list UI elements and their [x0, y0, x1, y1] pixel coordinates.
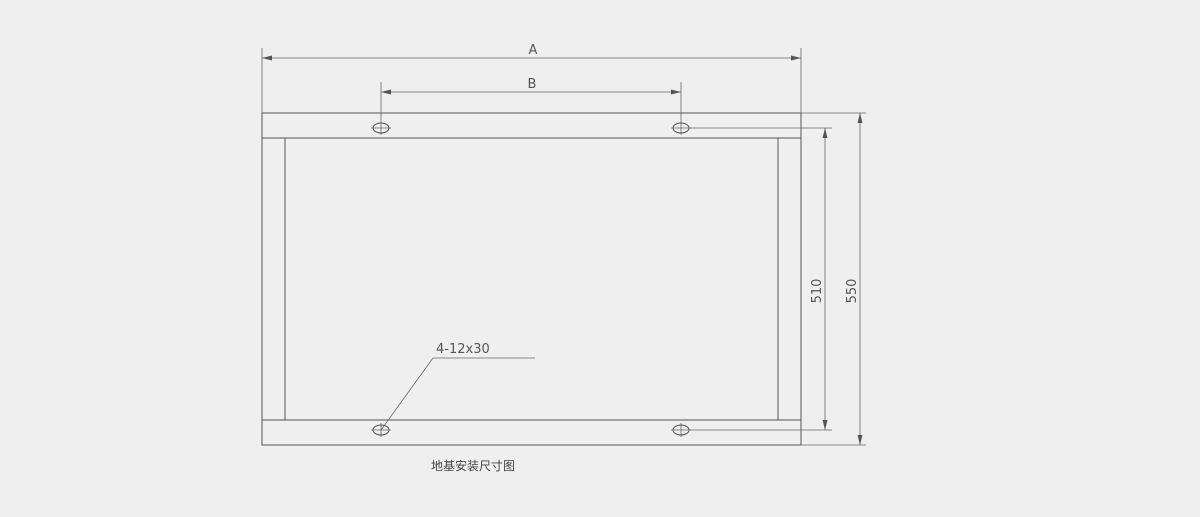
frame	[261, 112, 802, 446]
dimension-a: A	[261, 43, 802, 113]
dimension-b: B	[380, 77, 682, 121]
mounting-hole	[371, 121, 391, 135]
dimension-510: 510	[689, 127, 832, 431]
dimension-550-label: 550	[845, 279, 860, 304]
mounting-hole	[671, 423, 691, 437]
dimension-a-label: A	[529, 43, 538, 58]
drawing-caption: 地基安装尺寸图	[431, 458, 515, 473]
mounting-hole	[671, 121, 691, 135]
hole-callout-label: 4-12x30	[436, 342, 490, 357]
hole-callout: 4-12x30	[380, 342, 535, 431]
dimension-510-label: 510	[810, 279, 825, 304]
dimension-550: 550	[801, 112, 866, 446]
dimension-b-label: B	[528, 77, 537, 92]
frame-outer-outline	[261, 112, 802, 446]
